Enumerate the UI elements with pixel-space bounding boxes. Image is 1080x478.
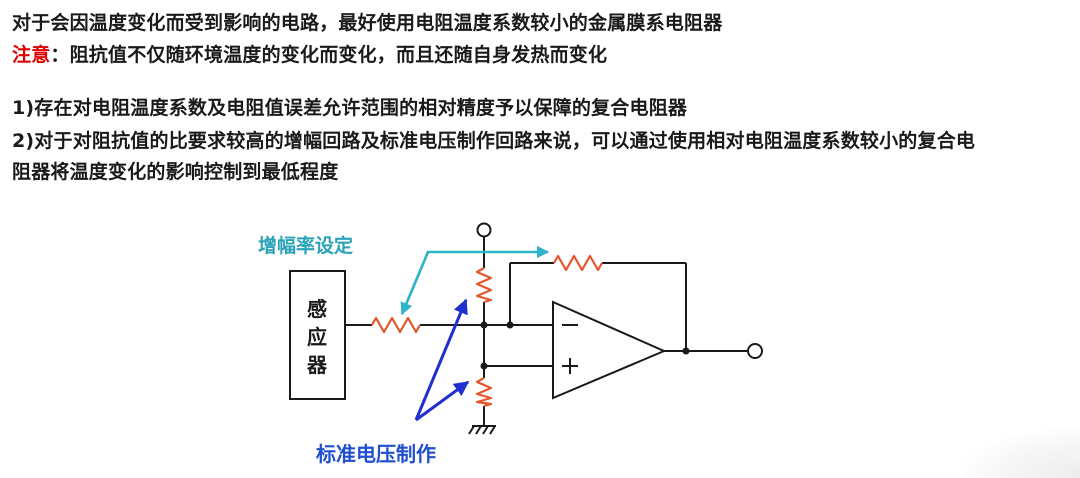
sensor-label-1: 感 <box>307 297 327 321</box>
gain-arrow-tip <box>400 251 430 316</box>
sensor-box <box>289 270 346 400</box>
intro-line: 对于会因温度变化而受到影响的电路，最好使用电阻温度系数较小的金属膜系电阻器 <box>12 12 723 34</box>
note-label: 注意 <box>12 44 51 66</box>
gain-label: 增幅率设定 <box>258 234 353 257</box>
output-terminal <box>747 343 763 359</box>
input-resistor <box>371 316 421 334</box>
item-1: 1)存在对电阻温度系数及电阻值误差允许范围的相对精度予以保障的复合电阻器 <box>12 97 688 119</box>
ref-label: 标准电压制作 <box>316 442 436 466</box>
ref-arrow-top <box>414 298 468 421</box>
ground-symbol <box>468 425 496 435</box>
wires <box>289 237 748 425</box>
item-2-line-b: 阻器将温度变化的影响控制到最低程度 <box>12 161 339 183</box>
note-line: 注意：阻抗值不仅随环境温度的变化而变化，而且还随自身发热而变化 <box>12 40 607 67</box>
item-2-line-a: 2)对于对阻抗值的比要求较高的增幅回路及标准电压制作回路来说，可以通过使用相对电… <box>12 130 976 152</box>
junctions <box>480 321 690 370</box>
divider-bottom-resistor <box>475 377 493 408</box>
ref-arrow-bottom <box>415 380 470 422</box>
corner-shade <box>960 428 1080 478</box>
divider-top-resistor <box>475 267 493 304</box>
feedback-resistor <box>553 254 603 272</box>
supply-terminal <box>476 222 492 238</box>
sensor-label-2: 应 <box>307 325 327 349</box>
op-amp <box>552 300 667 400</box>
note-text: ：阻抗值不仅随环境温度的变化而变化，而且还随自身发热而变化 <box>50 44 608 66</box>
sensor-label-3: 器 <box>306 353 328 377</box>
